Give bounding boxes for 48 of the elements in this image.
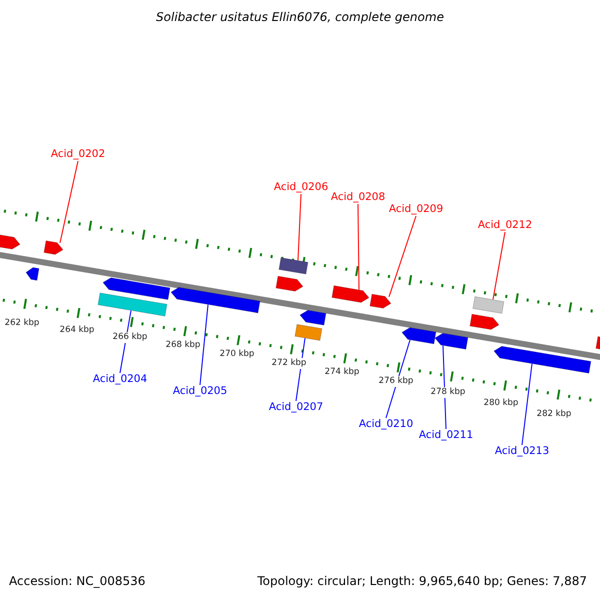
gene-label: Acid_0205	[172, 385, 228, 398]
gene-feature	[300, 310, 326, 326]
gene-feature	[44, 240, 64, 255]
gene-feature	[470, 314, 500, 330]
diagram-title: Solibacter usitatus Ellin6076, complete genome	[156, 10, 444, 24]
leader-line	[200, 304, 208, 386]
gene-label: Acid_0202	[50, 148, 106, 161]
scale-label: 268 kbp	[166, 340, 200, 351]
gene-feature	[370, 294, 392, 309]
scale-label: 280 kbp	[484, 398, 518, 409]
gene-label: Acid_0211	[418, 429, 474, 442]
leader-line	[492, 232, 506, 300]
scale-label: 270 kbp	[220, 349, 254, 360]
gene-label: Acid_0212	[478, 219, 532, 232]
gene-label: Acid_0213	[494, 445, 550, 458]
leader-line	[358, 204, 360, 290]
gene-feature	[472, 296, 504, 314]
scale-label: 262 kbp	[4, 318, 40, 329]
gene-label: Acid_0206	[274, 181, 328, 194]
scale-label: 276 kbp	[378, 376, 414, 387]
gene-feature	[402, 327, 436, 344]
gene-feature	[294, 324, 322, 341]
gene-feature	[98, 292, 168, 316]
gene-label: Acid_0207	[268, 401, 324, 414]
gene-label: Acid_0204	[92, 373, 148, 386]
gene-feature	[170, 287, 260, 314]
scale-label: 278 kbp	[430, 387, 466, 398]
gene-feature	[434, 332, 468, 350]
gene-feature	[26, 267, 40, 281]
gene-label: Acid_0209	[388, 203, 444, 216]
genome-info-text: Topology: circular; Length: 9,965,640 bp; Genes: 7,887	[257, 574, 587, 589]
gene-label: Acid_0208	[330, 191, 386, 204]
scale-label: 272 kbp	[272, 358, 306, 369]
gene-feature	[278, 257, 308, 274]
leader-line	[60, 160, 78, 244]
scale-label: 266 kbp	[112, 332, 148, 343]
leader-line	[522, 363, 532, 446]
gene-feature	[102, 277, 170, 300]
gene-label: Acid_0210	[358, 418, 414, 431]
gene-feature	[276, 276, 304, 292]
gene-feature	[596, 336, 600, 350]
leader-line	[388, 216, 416, 298]
gene-feature	[493, 346, 592, 374]
scale-label: 282 kbp	[536, 409, 572, 420]
genome-info-text: Accession: NC_008536	[9, 574, 146, 589]
scale-label: 274 kbp	[324, 367, 360, 378]
leader-line	[298, 194, 302, 261]
scale-label: 264 kbp	[60, 325, 94, 336]
